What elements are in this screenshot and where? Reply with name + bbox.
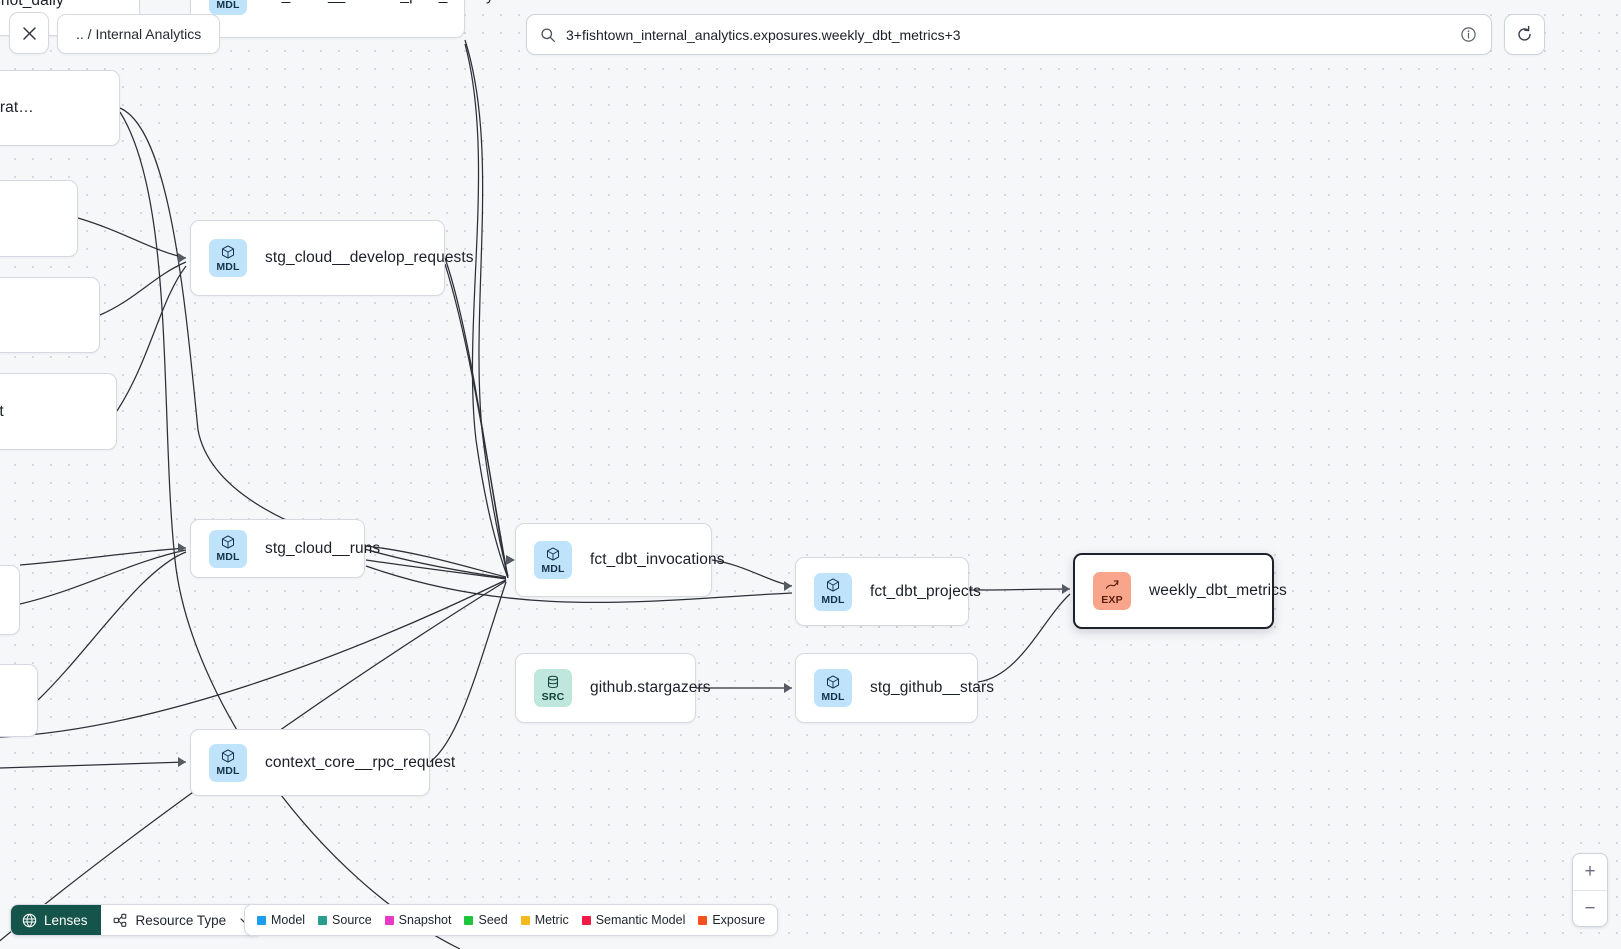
legend-item[interactable]: Snapshot (384, 913, 452, 927)
mdl-badge-icon: MDL (814, 669, 852, 707)
badge-label: MDL (216, 551, 240, 564)
legend-swatch (384, 915, 394, 925)
search-bar[interactable]: 3+fishtown_internal_analytics.exposures.… (526, 14, 1492, 55)
legend-label: Snapshot (398, 913, 452, 927)
exp-badge-icon: EXP (1093, 572, 1131, 610)
mdl-badge-icon: MDL (209, 239, 247, 277)
lineage-node[interactable]: n (0, 565, 20, 635)
badge-label: MDL (216, 260, 240, 273)
lineage-node[interactable]: MDL stg_github__stars (795, 653, 994, 723)
lenses-label: Lenses (44, 912, 88, 928)
mdl-badge-icon: MDL (209, 529, 247, 568)
close-icon (22, 26, 36, 40)
legend-swatch (318, 915, 328, 925)
lineage-node[interactable]: _develop_request (0, 373, 117, 450)
lineage-node-label: stg_github__stars (870, 679, 995, 696)
resource-type-icon (113, 913, 126, 927)
lineage-node[interactable]: MDL stg_cloud__runs (190, 519, 380, 578)
badge-label: MDL (821, 594, 845, 607)
resource-type-legend: Model Source Snapshot Seed Metric Semantic Mo… (244, 904, 779, 936)
lineage-node[interactable]: MDL int_cloud__account_plan_history (190, 0, 494, 38)
badge-label: MDL (216, 0, 240, 11)
lineage-node-label: fct_dbt_projects (870, 582, 982, 600)
lens-toolbar: Lenses Resource Type (10, 904, 263, 936)
legend-swatch (581, 915, 591, 925)
zoom-controls: + − (1572, 853, 1608, 927)
legend-label: Model (271, 913, 306, 927)
search-input[interactable]: 3+fishtown_internal_analytics.exposures.… (566, 26, 961, 43)
lineage-node[interactable]: MDL fct_dbt_invocations (515, 523, 725, 597)
legend-item[interactable]: Metric (520, 913, 569, 927)
lineage-node[interactable]: velop_request (0, 277, 100, 353)
legend-item[interactable]: Semantic Model (581, 913, 686, 927)
lineage-node-label: int_cloud__account_plan_history (265, 0, 494, 5)
lineage-node[interactable]: MDL context_core__rpc_request (190, 729, 455, 796)
search-icon (541, 27, 555, 42)
legend-item[interactable]: Source (318, 913, 372, 927)
lineage-node[interactable]: op_request (0, 180, 78, 257)
lineage-node-label: context_core__rpc_request (265, 753, 456, 771)
breadcrumb[interactable]: .. / Internal Analytics (57, 14, 221, 54)
legend-label: Exposure (712, 913, 766, 927)
legend-swatch (464, 915, 474, 925)
lineage-node[interactable]: MDL stg_cloud__develop_requests (190, 220, 474, 296)
lineage-node-label: fct_dbt_invocations (590, 551, 725, 568)
lineage-node[interactable]: SRC github.stargazers (515, 653, 711, 723)
lineage-node[interactable]: multicell_migrat… (0, 70, 120, 146)
lineage-node[interactable]: EXP weekly_dbt_metrics (1073, 553, 1287, 629)
legend-label: Semantic Model (595, 913, 686, 927)
lineage-node[interactable]: MDL fct_dbt_projects (795, 557, 981, 626)
lenses-button[interactable]: Lenses (11, 905, 101, 935)
lens-icon (22, 913, 37, 927)
badge-label: MDL (216, 765, 240, 778)
legend-item[interactable]: Model (257, 913, 305, 927)
lineage-node-label: stg_cloud__runs (265, 539, 381, 557)
lineage-node-label: snapshot_daily (0, 0, 64, 9)
badge-label: EXP (1101, 593, 1123, 606)
legend-label: Seed (478, 913, 508, 927)
info-circle-icon[interactable] (1460, 26, 1477, 43)
lineage-node-label: weekly_dbt_metrics (1149, 582, 1287, 599)
legend-label: Metric (534, 913, 569, 927)
refresh-button[interactable] (1504, 14, 1545, 55)
badge-label: MDL (821, 690, 845, 703)
legend-swatch (520, 915, 530, 925)
zoom-in-button[interactable]: + (1584, 861, 1596, 882)
badge-label: MDL (541, 562, 565, 575)
legend-swatch (698, 915, 708, 925)
legend-item[interactable]: Seed (464, 913, 508, 927)
legend-label: Source (332, 913, 372, 927)
mdl-badge-icon: MDL (534, 541, 572, 579)
mdl-badge-icon: MDL (814, 572, 852, 611)
mdl-badge-icon: MDL (209, 0, 247, 15)
resource-type-dropdown[interactable]: Resource Type (100, 905, 262, 935)
close-button[interactable] (9, 12, 49, 54)
lineage-node-label: _develop_request (0, 402, 4, 420)
src-badge-icon: SRC (534, 669, 572, 707)
lineage-node-label: stg_cloud__develop_requests (265, 249, 474, 266)
lineage-node[interactable]: _run (0, 664, 38, 737)
zoom-out-button[interactable]: − (1573, 890, 1607, 926)
legend-swatch (257, 915, 266, 925)
breadcrumb-label: .. / Internal Analytics (76, 26, 202, 42)
resource-type-label: Resource Type (135, 912, 227, 928)
lineage-node-label: github.stargazers (590, 679, 711, 696)
lineage-node-label: multicell_migrat… (0, 99, 34, 116)
legend-item[interactable]: Exposure (698, 913, 765, 927)
badge-label: SRC (541, 690, 565, 703)
mdl-badge-icon: MDL (209, 743, 247, 782)
refresh-icon (1518, 25, 1531, 41)
